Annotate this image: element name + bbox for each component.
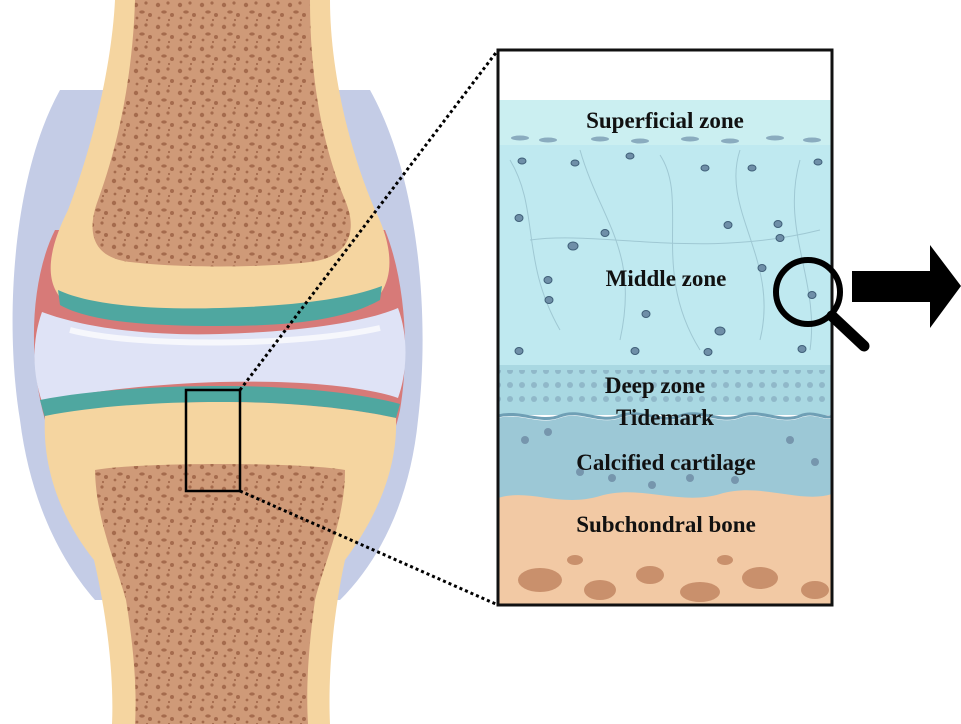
deep-zone-label: Deep zone bbox=[605, 373, 705, 398]
calcified-cartilage-label: Calcified cartilage bbox=[576, 450, 755, 475]
tidemark-label: Tidemark bbox=[616, 405, 714, 430]
joint-illustration bbox=[13, 0, 423, 724]
right-arrow-icon bbox=[852, 245, 961, 328]
superficial-zone-label: Superficial zone bbox=[586, 108, 744, 133]
middle-zone-layer bbox=[498, 145, 832, 365]
middle-zone-label: Middle zone bbox=[606, 266, 727, 291]
subchondral-bone-label: Subchondral bone bbox=[576, 512, 756, 537]
